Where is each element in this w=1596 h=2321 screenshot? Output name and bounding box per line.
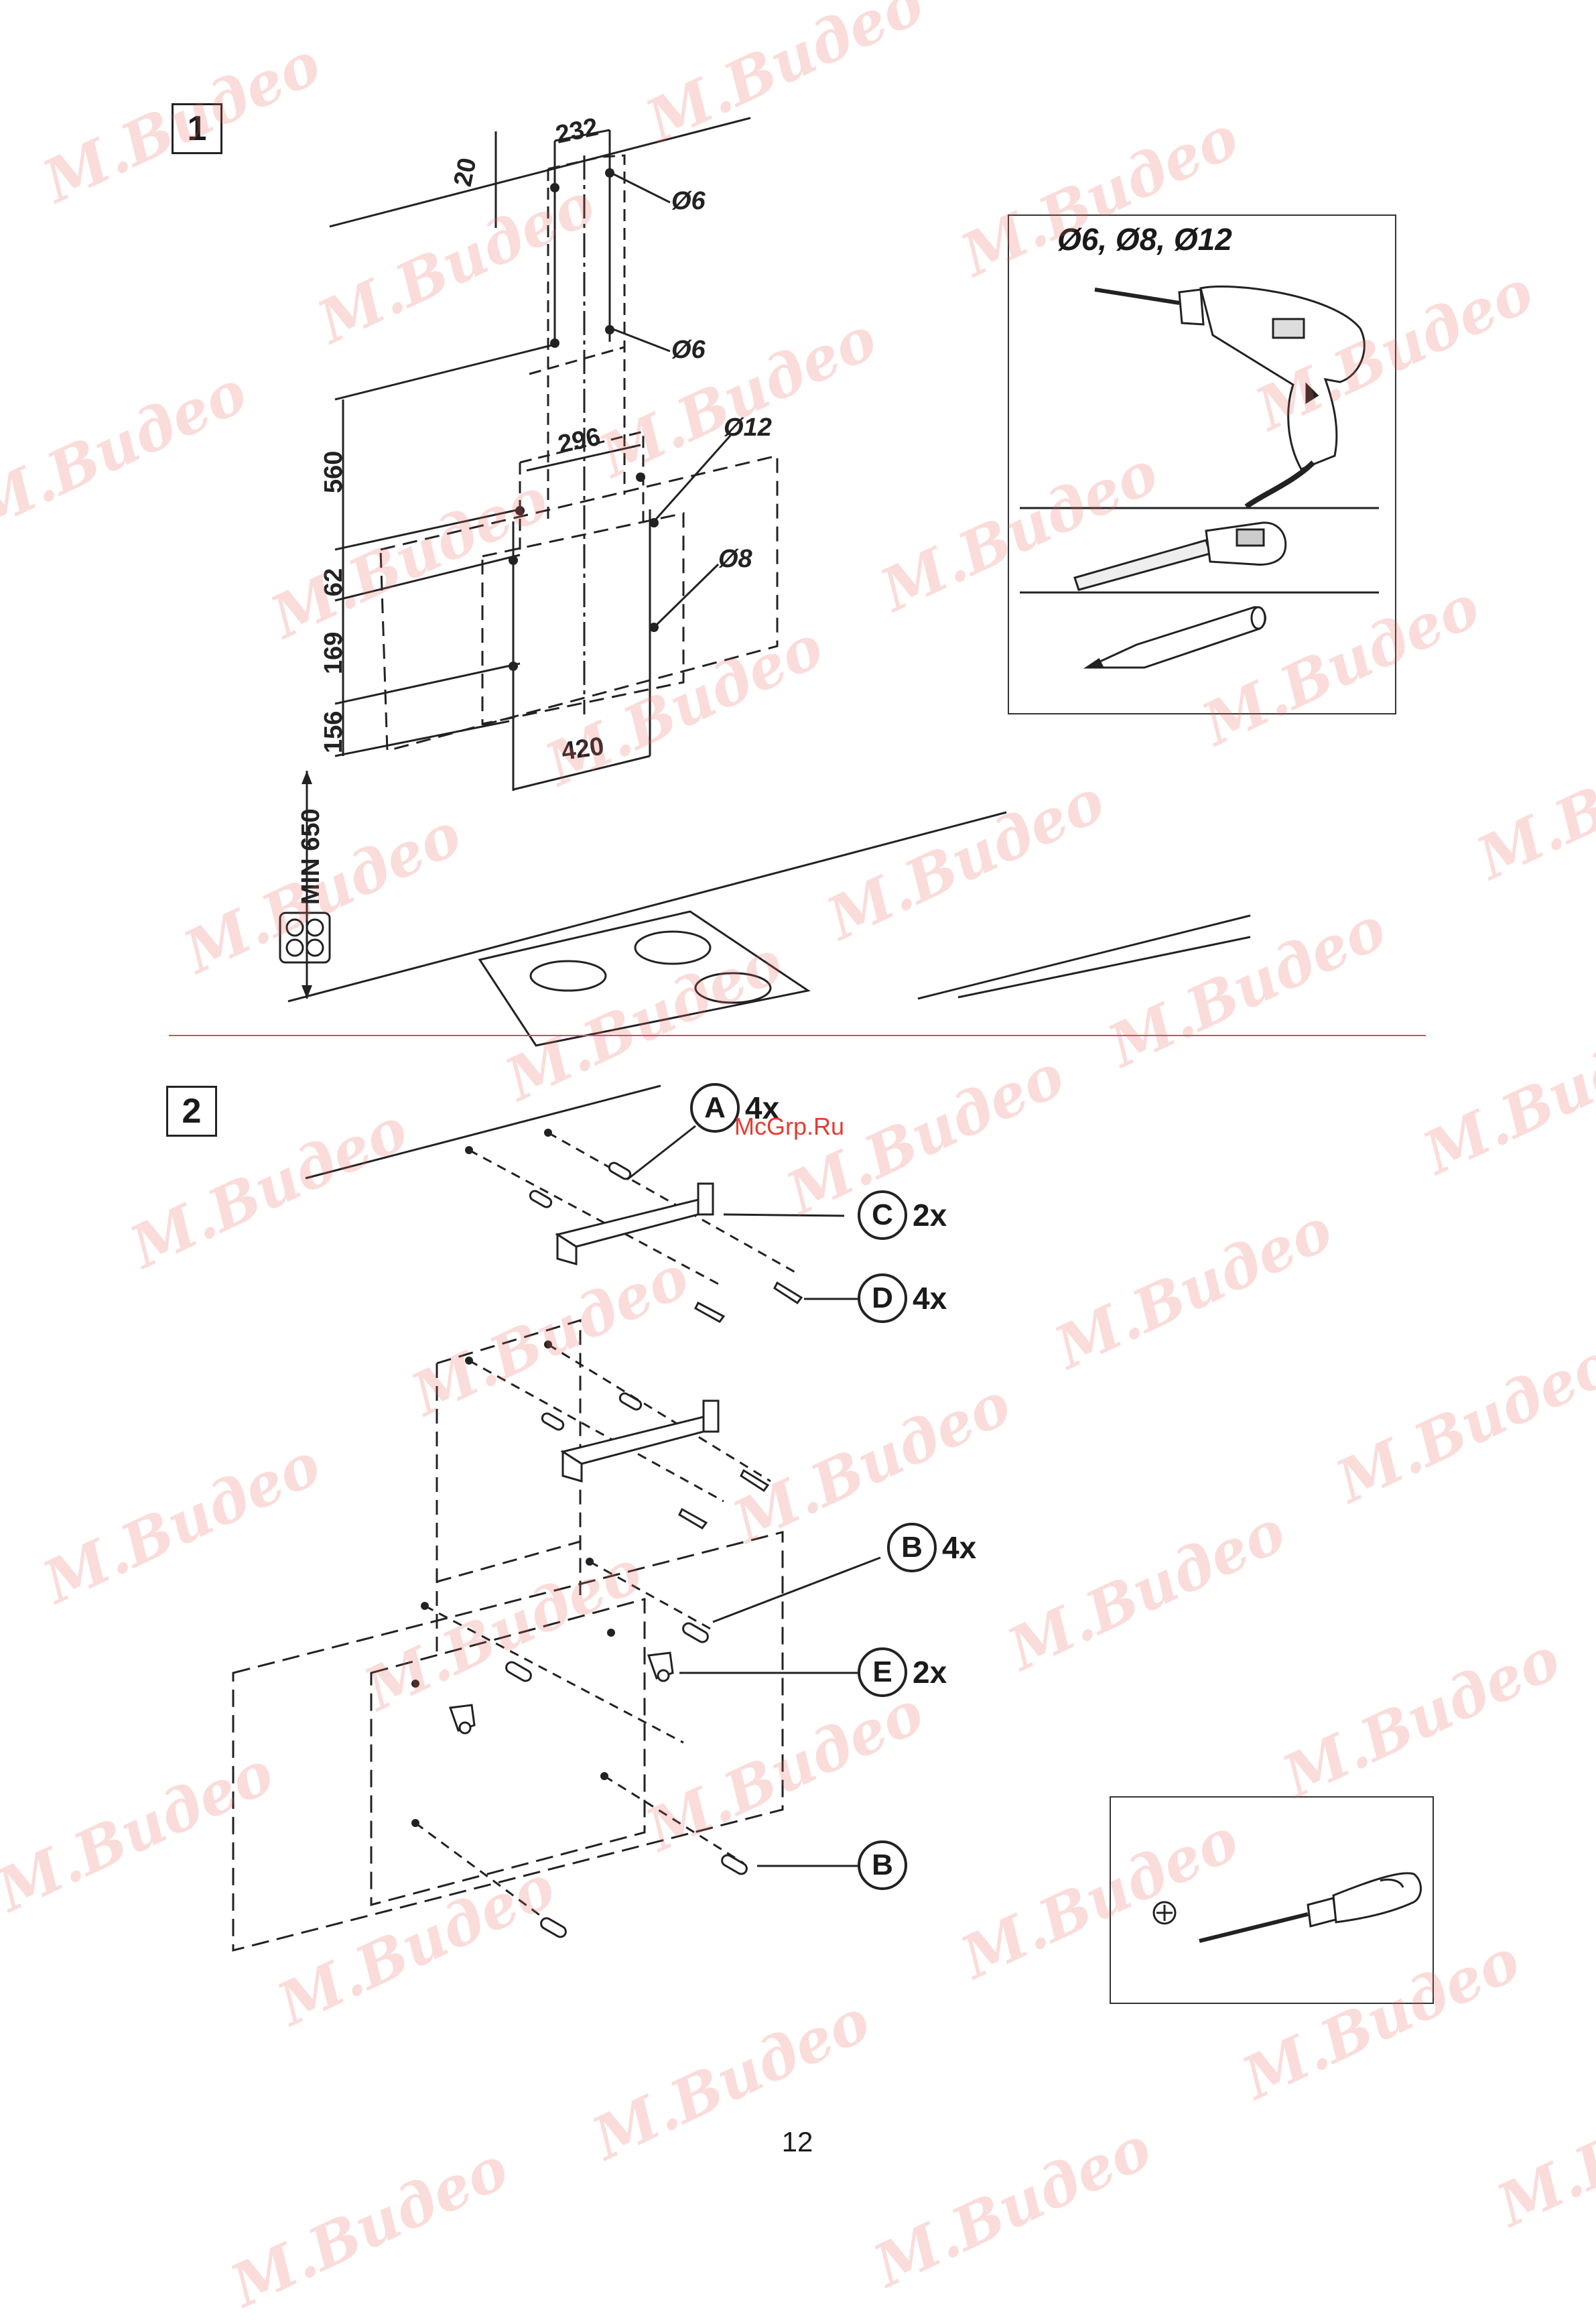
part-d-letter: D	[858, 1273, 907, 1323]
tools-box-step-2	[1110, 1796, 1434, 2004]
dim-20: 20	[449, 155, 482, 189]
hole-6-top: Ø6	[671, 187, 706, 215]
tools-box-step-1	[1008, 214, 1396, 714]
step-2-tools	[1152, 1872, 1422, 1943]
part-e-letter: E	[858, 1647, 907, 1697]
upper-chimney-outline	[547, 154, 626, 519]
step-1-label: 1	[187, 109, 207, 148]
hole-12: Ø12	[724, 414, 772, 442]
drill-sizes-label: Ø6, Ø8, Ø12	[1057, 222, 1232, 257]
dim-420: 420	[559, 732, 606, 765]
step-1-tools	[1020, 286, 1379, 669]
part-d-callout: D 4x	[858, 1273, 947, 1323]
wall-plug	[721, 1854, 748, 1875]
bracket-c-bottom	[560, 1399, 720, 1483]
e-bracket	[647, 1651, 674, 1682]
part-b-letter: B	[887, 1523, 937, 1572]
part-e-qty: 2x	[913, 1655, 947, 1690]
part-d-qty: 4x	[913, 1281, 947, 1316]
part-c-qty: 2x	[913, 1198, 947, 1233]
dim-min-650: MIN 650	[297, 808, 325, 905]
worktop-line	[287, 811, 1007, 1003]
part-b-lower-callout: B	[858, 1840, 913, 1890]
screw	[678, 1507, 708, 1529]
drill-icon	[1094, 286, 1366, 509]
part-b-qty: 4x	[942, 1530, 977, 1565]
part-c-letter: C	[858, 1190, 907, 1240]
part-a-qty: 4x	[745, 1090, 780, 1125]
page-number: 12	[781, 2126, 813, 2157]
screw	[740, 1468, 770, 1493]
site-label: McGrp.Ru	[734, 1113, 845, 1140]
wall-plug	[608, 1162, 632, 1180]
wall-plug	[682, 1622, 709, 1643]
step-1-diagram: 232 20 560 296 62 169 156 420 MIN 650 Ø6…	[279, 113, 1251, 1047]
screw	[773, 1281, 803, 1305]
section-divider	[169, 1035, 1426, 1036]
step-1-box: 1	[172, 103, 222, 154]
part-e-callout: E 2x	[858, 1647, 947, 1697]
screw	[694, 1301, 726, 1323]
dim-156: 156	[320, 711, 348, 753]
pencil-icon	[1083, 606, 1266, 669]
part-b-callout: B 4x	[887, 1523, 976, 1572]
ceiling-line-2	[305, 1084, 661, 1180]
bracket-c-top	[555, 1182, 714, 1265]
step-2-label: 2	[182, 1092, 202, 1131]
dim-62: 62	[320, 568, 348, 597]
phillips-screw-icon	[1152, 1901, 1177, 1925]
tape-measure-icon	[1073, 521, 1287, 591]
hood-inner-outline	[481, 512, 685, 725]
part-c-callout: C 2x	[858, 1190, 947, 1240]
wall-plug	[529, 1190, 553, 1208]
part-a-callout: A 4x	[690, 1083, 779, 1133]
dim-560: 560	[320, 451, 348, 493]
wall-plug	[541, 1412, 565, 1431]
e-bracket	[448, 1704, 476, 1735]
dim-169: 169	[320, 632, 348, 674]
wall-plug	[505, 1661, 532, 1682]
hole-8: Ø8	[718, 545, 753, 573]
step-2-box: 2	[166, 1086, 217, 1137]
hob-outline	[478, 910, 811, 1047]
hob-symbol-icon	[279, 912, 331, 964]
hood-outer-outline	[379, 454, 779, 752]
part-b-lower-letter: B	[858, 1840, 907, 1890]
wall-plug	[540, 1917, 567, 1938]
step-2-diagram	[232, 1084, 881, 1952]
ceiling-line	[329, 117, 751, 228]
wall-plug	[618, 1392, 643, 1411]
hole-6-middle: Ø6	[671, 336, 706, 364]
screwdriver-icon	[1199, 1872, 1422, 1943]
part-a-letter: A	[690, 1083, 740, 1133]
